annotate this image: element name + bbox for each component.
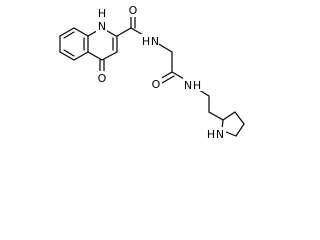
pyrrolidine-nitrogen-label: N	[216, 128, 224, 141]
molecule-structure-diagram: O H N O H N O N H H N	[59, 4, 245, 141]
bond-double-inner	[63, 49, 75, 57]
bond	[208, 111, 224, 121]
atom-labels: O H N O H N O N H H N	[96, 4, 226, 141]
bond	[73, 51, 89, 61]
bond	[235, 123, 245, 137]
bond	[59, 51, 75, 61]
bond	[73, 27, 89, 37]
bonds	[59, 15, 245, 137]
amide1-oxygen-label: O	[129, 4, 138, 17]
bond	[59, 27, 75, 37]
bond	[161, 75, 175, 84]
amide2-oxygen-label: O	[152, 78, 161, 91]
bond	[156, 42, 173, 53]
amide2-hydrogen-label: H	[193, 79, 201, 92]
ketone-oxygen-label: O	[98, 72, 107, 85]
bond	[87, 51, 103, 61]
ring-nitrogen-label: N	[98, 20, 106, 33]
bond-double-inner	[63, 31, 75, 39]
amide1-nitrogen-label: N	[151, 35, 159, 48]
bond	[101, 51, 118, 61]
amide2-nitrogen-label: N	[184, 79, 192, 92]
bond	[225, 131, 237, 137]
bond	[234, 111, 245, 125]
pyrrolidine-hydrogen-label: H	[207, 128, 215, 141]
amide1-hydrogen-label: H	[142, 35, 150, 48]
ring-nitrogen-hydrogen-label: H	[98, 7, 106, 20]
bond	[116, 27, 132, 37]
bond	[222, 111, 236, 121]
